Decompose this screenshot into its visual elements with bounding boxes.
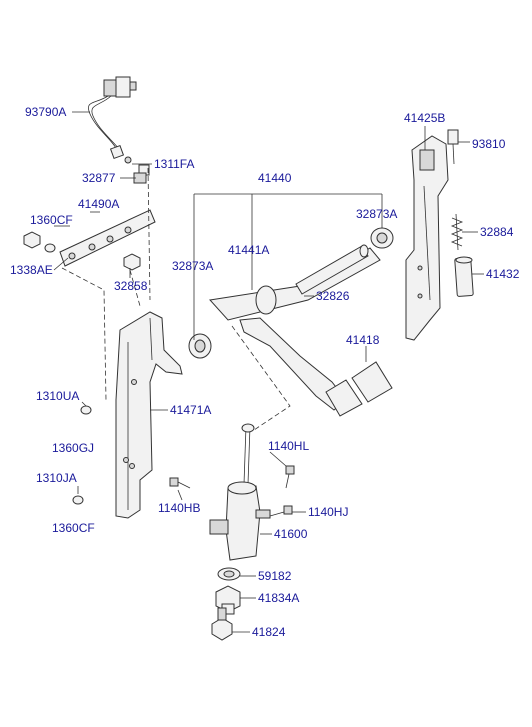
label-1310ua: 1310UA [36, 389, 79, 403]
label-41418: 41418 [346, 333, 380, 347]
label-32884: 32884 [480, 225, 514, 239]
spring-32884 [450, 213, 464, 251]
label-1310ja: 1310JA [36, 471, 77, 485]
label-41834a: 41834A [258, 591, 299, 605]
label-41425b: 41425B [404, 111, 445, 125]
bolt-41824 [211, 607, 233, 641]
bracket-41425b [405, 135, 449, 341]
label-32873a-left: 32873A [172, 259, 213, 273]
sensor-cable-93790a [88, 76, 137, 164]
label-41490a: 41490A [78, 197, 119, 211]
switch-93810 [447, 129, 459, 165]
washer-1360gj [80, 405, 92, 415]
label-41824: 41824 [252, 625, 286, 639]
label-1338ae: 1338AE [10, 263, 53, 277]
label-1140hl: 1140HL [268, 439, 309, 453]
guide-line-4 [129, 269, 141, 307]
label-1360cf-bottom: 1360CF [52, 521, 95, 535]
washer-1360cf-bottom [72, 495, 84, 505]
guide-line-3 [231, 325, 291, 431]
label-1360gj: 1360GJ [52, 441, 94, 455]
label-1140hj: 1140HJ [308, 505, 348, 519]
pedal-bracket-41471a [115, 311, 183, 519]
guide-line-2 [61, 267, 107, 401]
label-59182: 59182 [258, 569, 292, 583]
label-93810: 93810 [472, 137, 506, 151]
label-41440: 41440 [258, 171, 292, 185]
guide-line-1 [147, 167, 151, 301]
part-labels: 93790A 1311FA 32877 41440 41425B 93810 1… [10, 105, 520, 639]
label-32826: 32826 [316, 289, 350, 303]
stopper-41432 [454, 256, 474, 297]
nut-1360cf-top [23, 231, 41, 249]
clip-32877 [133, 164, 150, 184]
label-1360cf-top: 1360CF [30, 213, 73, 227]
label-41432: 41432 [486, 267, 520, 281]
gasket-59182 [217, 567, 241, 581]
fitting-41834a [215, 585, 241, 615]
label-41600: 41600 [274, 527, 308, 541]
label-32873a-right: 32873A [356, 207, 397, 221]
label-41441a: 41441A [228, 243, 269, 257]
washer-1338ae [44, 243, 56, 253]
label-93790a: 93790A [25, 105, 66, 119]
master-cylinder-41600 [209, 423, 271, 561]
bolt-1140hl [285, 465, 295, 489]
bracket-41490a [59, 209, 156, 267]
bolt-1140hb [169, 477, 191, 489]
label-1311fa: 1311FA [154, 157, 194, 171]
label-1140hb: 1140HB [158, 501, 200, 515]
label-32877: 32877 [82, 171, 116, 185]
bolt-32858 [123, 253, 141, 271]
label-32858: 32858 [114, 279, 148, 293]
pedal-pad-41418 [351, 361, 393, 403]
pivot-shaft-32826 [295, 244, 369, 295]
leader-lines [53, 111, 484, 633]
bolt-1140hj [269, 505, 293, 517]
label-41471a: 41471A [170, 403, 211, 417]
